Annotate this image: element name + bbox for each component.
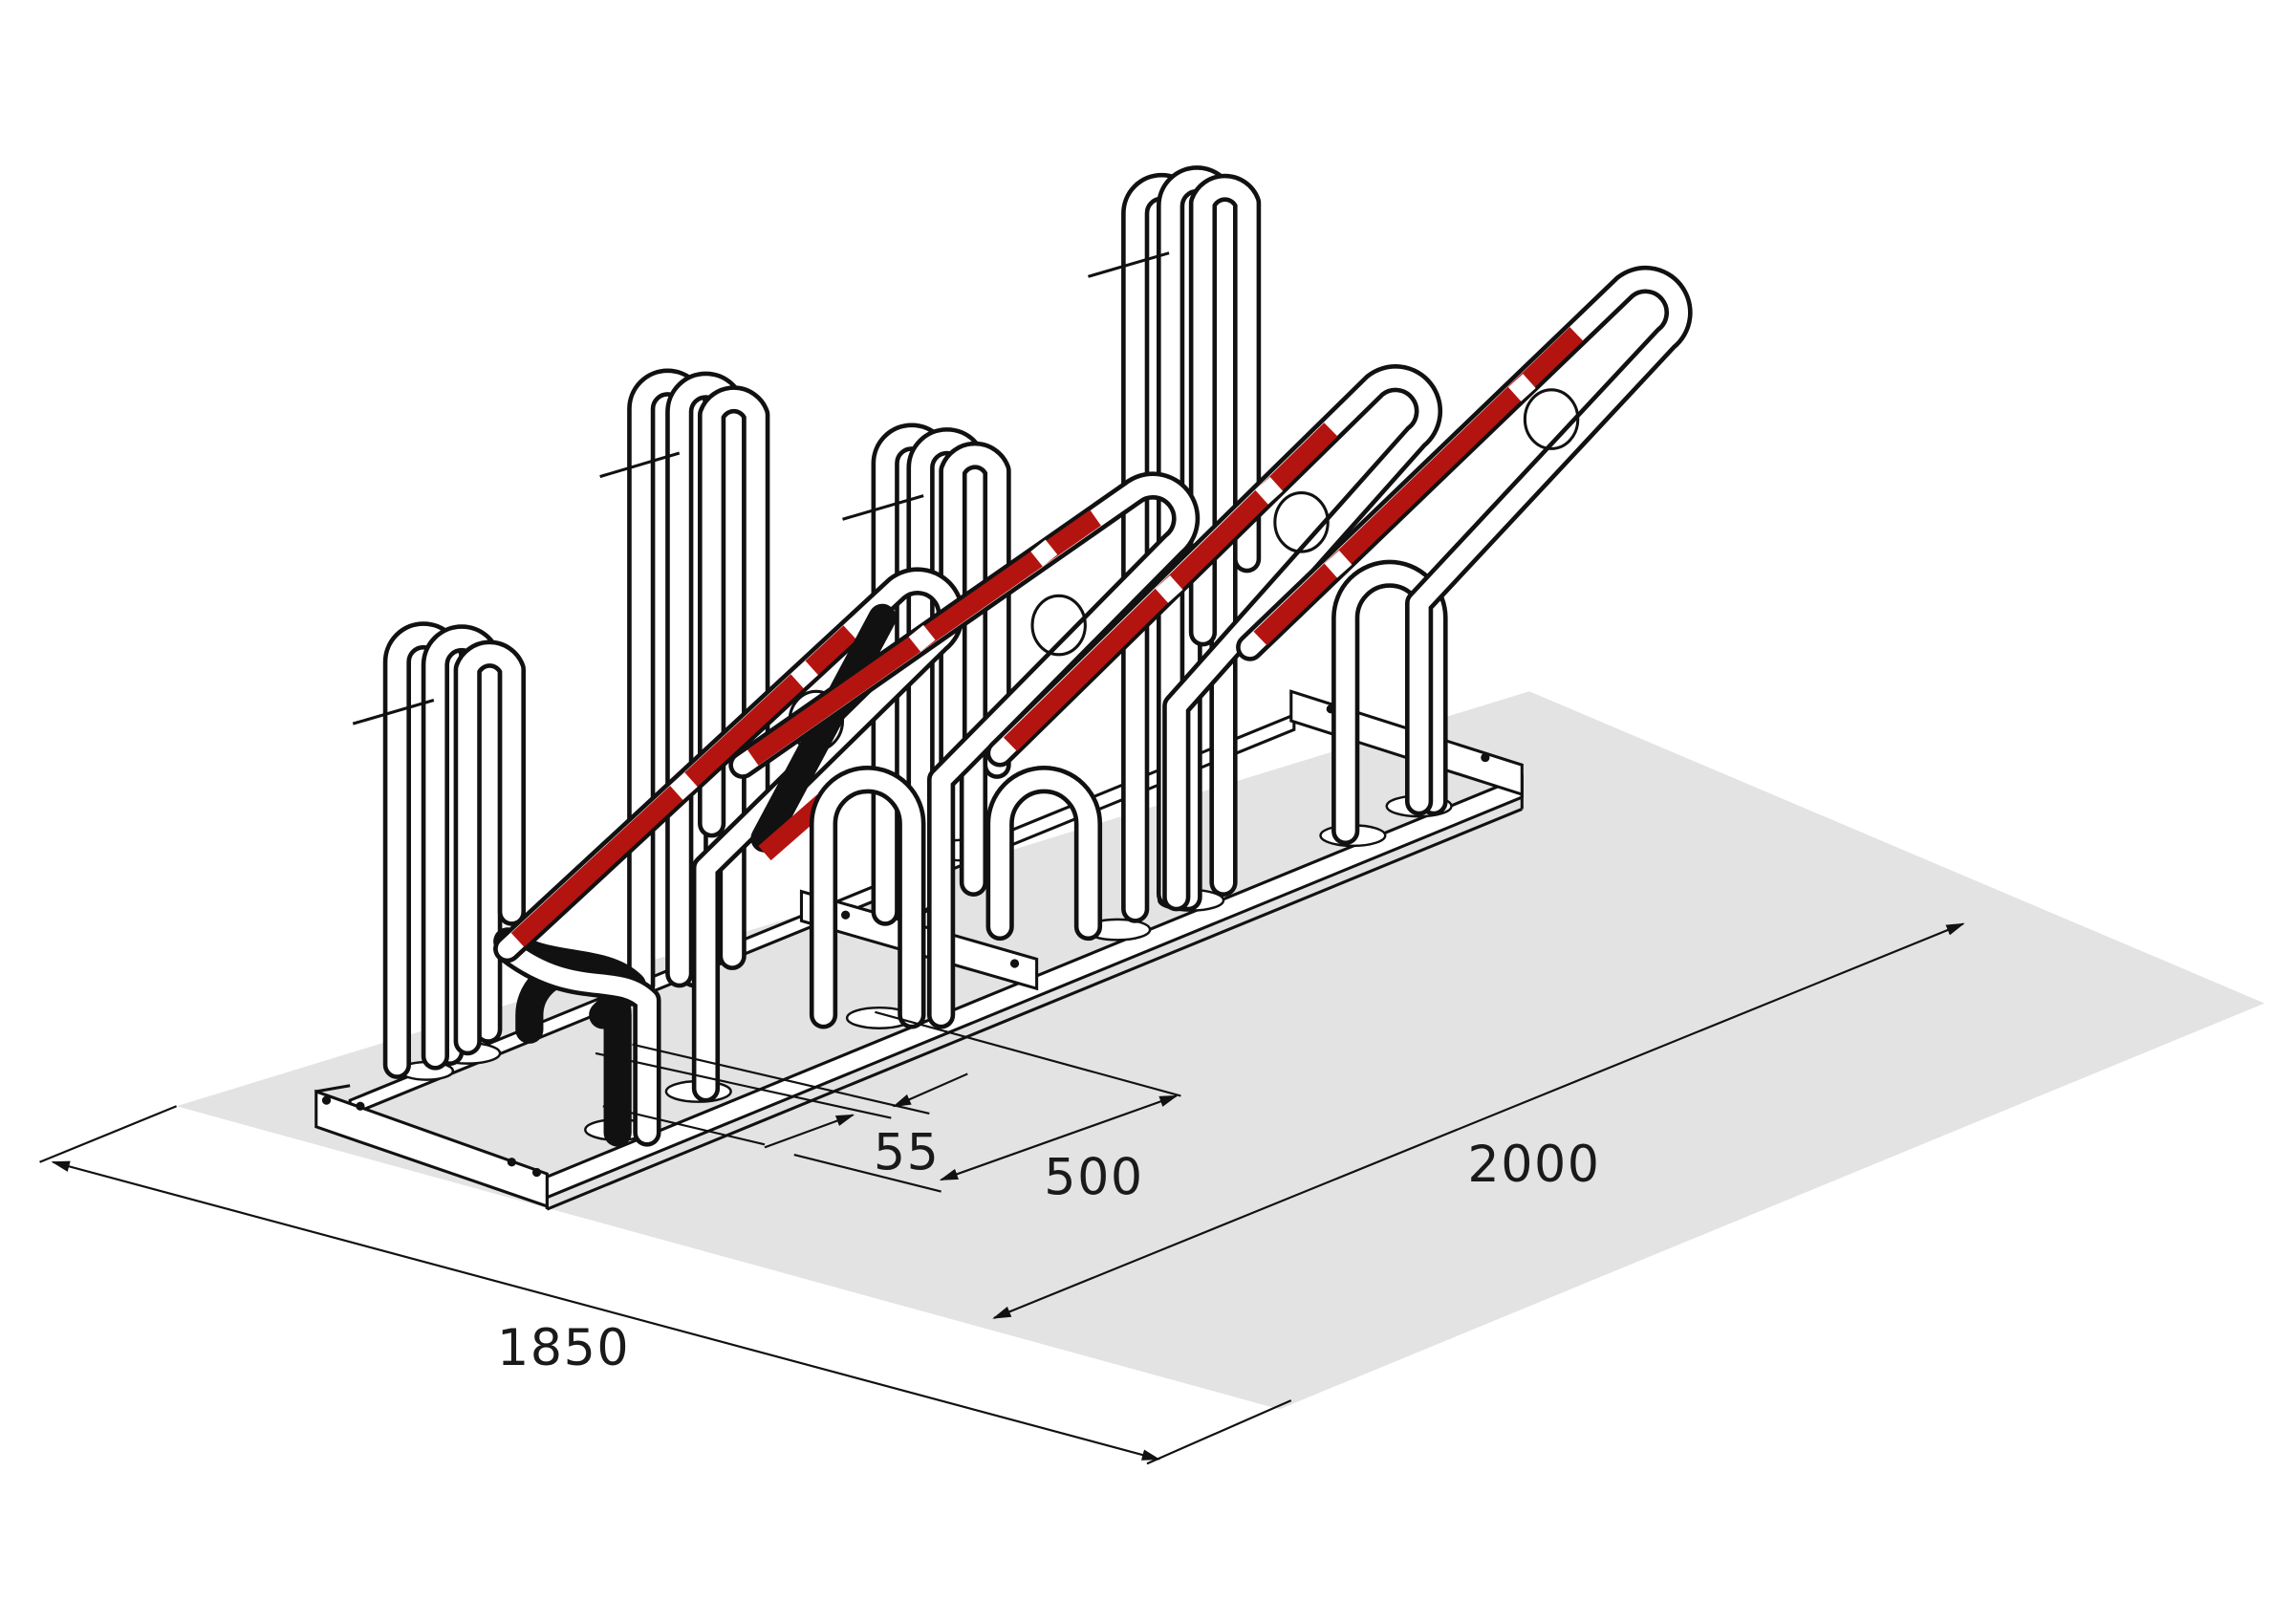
dimension-label-depth: 2000	[1467, 1136, 1600, 1194]
dimension-label-length: 1850	[497, 1319, 630, 1377]
upright-stands	[352, 165, 1262, 1079]
dimension-lines	[39, 922, 1965, 1465]
dimension-label-gap: 55	[874, 1123, 941, 1181]
angled-stands	[493, 265, 1693, 1147]
dimension-label-spacing: 500	[1044, 1149, 1143, 1207]
